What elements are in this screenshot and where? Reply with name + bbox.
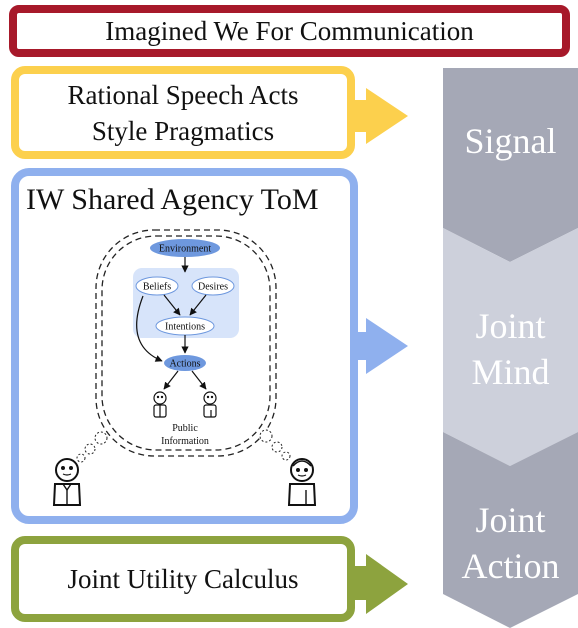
small-person-left-icon xyxy=(153,391,167,418)
environment-label: Environment xyxy=(159,244,211,255)
thought-dots-right xyxy=(259,429,291,461)
beliefs-label: Beliefs xyxy=(143,282,171,293)
stage-joint-action-shape xyxy=(443,432,578,628)
rsa-line-2: Style Pragmatics xyxy=(91,115,275,146)
beliefs-node xyxy=(135,276,179,296)
stage-joint-action-line-1: Joint xyxy=(475,500,546,540)
iw-title: IW Shared Agency ToM xyxy=(26,183,319,216)
graph-edges xyxy=(136,257,207,390)
public-info-line-1: Public xyxy=(172,423,198,434)
person-left-icon xyxy=(52,458,82,506)
rsa-arrow xyxy=(355,88,408,144)
utility-arrow xyxy=(355,554,408,614)
title-text: Imagined We For Communication xyxy=(105,15,474,46)
desires-node xyxy=(191,276,235,296)
imagined-bubble-outer xyxy=(95,229,277,457)
stage-joint-action-label: Joint Action xyxy=(443,497,578,589)
title-banner: Imagined We For Communication xyxy=(9,5,570,57)
stage-signal-label: Signal xyxy=(464,121,557,161)
stage-joint-mind-label: Joint Mind xyxy=(443,303,578,395)
stage-signal-shape xyxy=(443,68,578,262)
iw-arrow xyxy=(357,318,408,374)
desires-label: Desires xyxy=(198,282,228,293)
stage-joint-action-line-2: Action xyxy=(461,546,560,586)
thought-dots-left xyxy=(76,431,108,463)
stage-joint-mind-shape xyxy=(443,228,578,466)
utility-box: Joint Utility Calculus xyxy=(11,536,355,622)
person-right-icon xyxy=(287,458,317,506)
small-person-right-icon xyxy=(203,391,217,418)
actions-label: Actions xyxy=(169,359,200,370)
actions-node xyxy=(164,355,206,371)
rsa-line-1: Rational Speech Acts xyxy=(67,79,299,110)
stage-joint-mind-line-2: Mind xyxy=(471,352,550,392)
imagined-bubble-inner xyxy=(101,235,271,451)
public-info-line-2: Information xyxy=(161,436,209,447)
intentions-label: Intentions xyxy=(165,322,205,333)
rsa-box: Rational Speech Acts Style Pragmatics xyxy=(11,66,355,159)
stage-joint-mind-line-1: Joint xyxy=(475,306,546,346)
environment-node xyxy=(150,239,220,257)
utility-text: Joint Utility Calculus xyxy=(67,563,299,594)
